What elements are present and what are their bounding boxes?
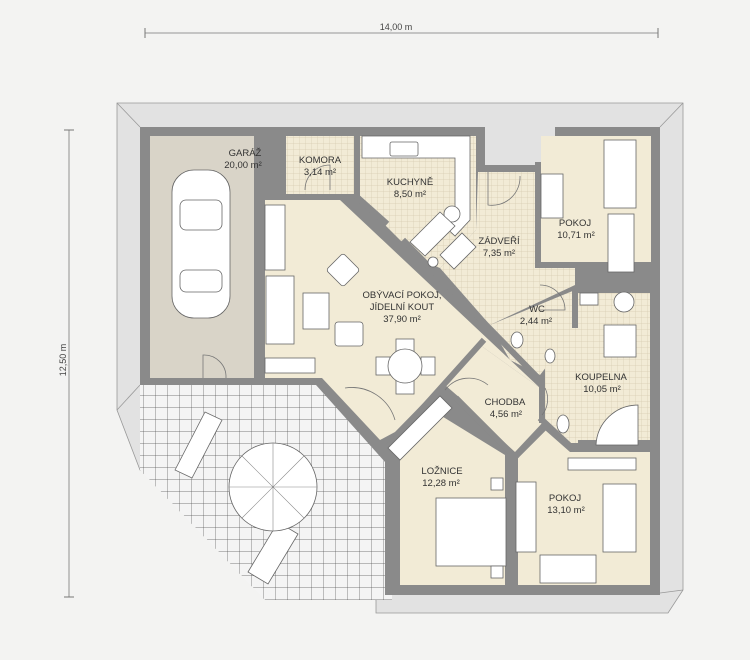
koupelna-floor-2 (545, 300, 578, 445)
room-area: 10,71 m² (557, 230, 595, 241)
room-name: OBÝVACÍ POKOJ, (362, 290, 441, 301)
bedroom-furniture (387, 395, 637, 584)
zadveri-floor (440, 172, 575, 325)
interior-walls (255, 131, 653, 593)
room-area: 13,10 m² (547, 505, 585, 516)
room-name: LOŽNICE (421, 466, 462, 477)
terrace-furniture (174, 411, 318, 585)
living-floor (265, 200, 540, 440)
room-koupelna: KOUPELNA 10,05 m² (575, 372, 627, 395)
room-pokoj-1: POKOJ 10,71 m² (557, 218, 595, 241)
kitchen-floor (360, 136, 476, 268)
room-kuchyne: KUCHYNĚ 8,50 m² (387, 177, 433, 200)
room-pokoj-2: POKOJ 13,10 m² (547, 493, 585, 516)
room-area: 37,90 m² (383, 314, 421, 325)
room-name-2: JÍDELNÍ KOUT (370, 302, 435, 313)
car (171, 169, 231, 319)
dimension-width-label: 14,00 m (380, 22, 413, 32)
room-wc: WC 2,44 m² (520, 304, 552, 327)
room-komora: KOMORA 3,14 m² (299, 155, 342, 178)
pokoj1-furniture (540, 139, 637, 273)
room-name: POKOJ (549, 493, 581, 504)
room-area: 2,44 m² (520, 316, 552, 327)
room-garaz: GARÁŽ 20,00 m² (224, 148, 262, 171)
room-obyvaci-pokoj: OBÝVACÍ POKOJ, JÍDELNÍ KOUT 37,90 m² (362, 290, 441, 325)
living-furniture (264, 204, 364, 374)
room-name: CHODBA (485, 397, 526, 408)
kitchen-counter (361, 135, 477, 270)
room-area: 4,56 m² (490, 409, 522, 420)
room-name: KOMORA (299, 155, 342, 166)
room-area: 3,14 m² (304, 167, 336, 178)
dimension-depth-label: 12,50 m (58, 344, 68, 377)
room-name: WC (529, 304, 545, 315)
room-loznice: LOŽNICE 12,28 m² (421, 466, 462, 489)
room-name: KUCHYNĚ (387, 177, 433, 188)
room-area: 7,35 m² (483, 248, 515, 259)
room-area: 10,05 m² (583, 384, 621, 395)
bathroom-fixtures (510, 291, 639, 446)
room-area: 8,50 m² (394, 189, 426, 200)
room-name: GARÁŽ (229, 148, 262, 159)
room-zadveri: ZÁDVEŘÍ 7,35 m² (478, 236, 520, 259)
room-area: 12,28 m² (422, 478, 460, 489)
dining-table (375, 338, 436, 395)
room-name: ZÁDVEŘÍ (478, 236, 520, 247)
door-swings (202, 164, 566, 421)
room-name: KOUPELNA (575, 372, 627, 383)
dimension-depth: 12,50 m (58, 129, 74, 598)
room-name: POKOJ (559, 218, 591, 229)
dimension-width: 14,00 m (144, 22, 659, 38)
room-chodba: CHODBA 4,56 m² (485, 397, 526, 420)
komora-floor (286, 136, 354, 194)
room-area: 20,00 m² (224, 160, 262, 171)
